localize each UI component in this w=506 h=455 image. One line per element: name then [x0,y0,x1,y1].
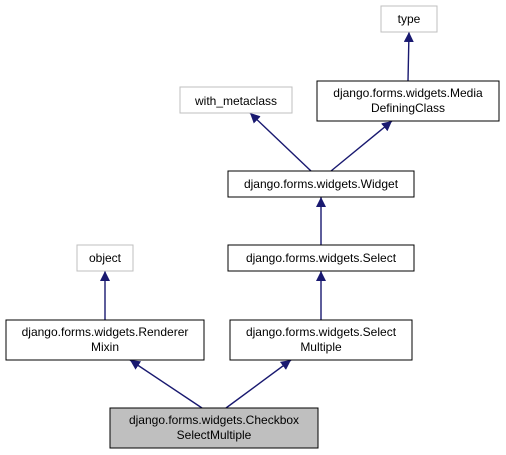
node-renderer-mixin-label-line2: Mixin [91,340,119,354]
node-type[interactable]: type [380,5,438,33]
edge-checkbox-select-multiple-to-renderer-mixin [129,359,203,409]
node-media-defining-class-label-line2: DefiningClass [371,101,445,115]
edge-checkbox-select-multiple-to-select-multiple [225,359,292,409]
node-object-box [76,244,134,272]
node-select-box [227,244,415,272]
node-renderer-mixin-box [5,319,205,361]
node-renderer-mixin[interactable]: django.forms.widgets.Renderer Mixin [5,319,205,361]
node-checkbox-select-multiple-box [109,407,319,449]
node-type-box [380,5,438,33]
edge-widget-to-with-metaclass [249,112,312,172]
node-select-multiple-label-line2: Multiple [300,340,342,354]
node-media-defining-class[interactable]: django.forms.widgets.Media DefiningClass [316,80,500,122]
node-type-label: type [398,12,421,26]
node-media-defining-class-box [316,80,500,122]
node-with-metaclass[interactable]: with_metaclass [179,86,293,114]
edge-media-defining-class-to-type [403,31,414,82]
node-select[interactable]: django.forms.widgets.Select [227,244,415,272]
node-select-multiple-box [229,319,413,361]
node-checkbox-select-multiple-label-line2: SelectMultiple [177,428,252,442]
node-select-label: django.forms.widgets.Select [246,251,397,265]
node-with-metaclass-box [179,86,293,114]
node-widget-label: django.forms.widgets.Widget [244,177,399,191]
node-widget-box [227,170,415,198]
edge-widget-to-media-defining-class [330,120,393,172]
node-with-metaclass-label: with_metaclass [194,94,277,108]
edge-layer [100,31,414,409]
node-select-multiple[interactable]: django.forms.widgets.Select Multiple [229,319,413,361]
node-widget[interactable]: django.forms.widgets.Widget [227,170,415,198]
node-object-label: object [89,251,122,265]
node-object[interactable]: object [76,244,134,272]
node-checkbox-select-multiple[interactable]: django.forms.widgets.Checkbox SelectMult… [109,407,319,449]
node-media-defining-class-label-line1: django.forms.widgets.Media [333,86,483,100]
node-select-multiple-label-line1: django.forms.widgets.Select [246,325,397,339]
node-renderer-mixin-label-line1: django.forms.widgets.Renderer [22,325,189,339]
node-checkbox-select-multiple-label-line1: django.forms.widgets.Checkbox [129,413,299,427]
